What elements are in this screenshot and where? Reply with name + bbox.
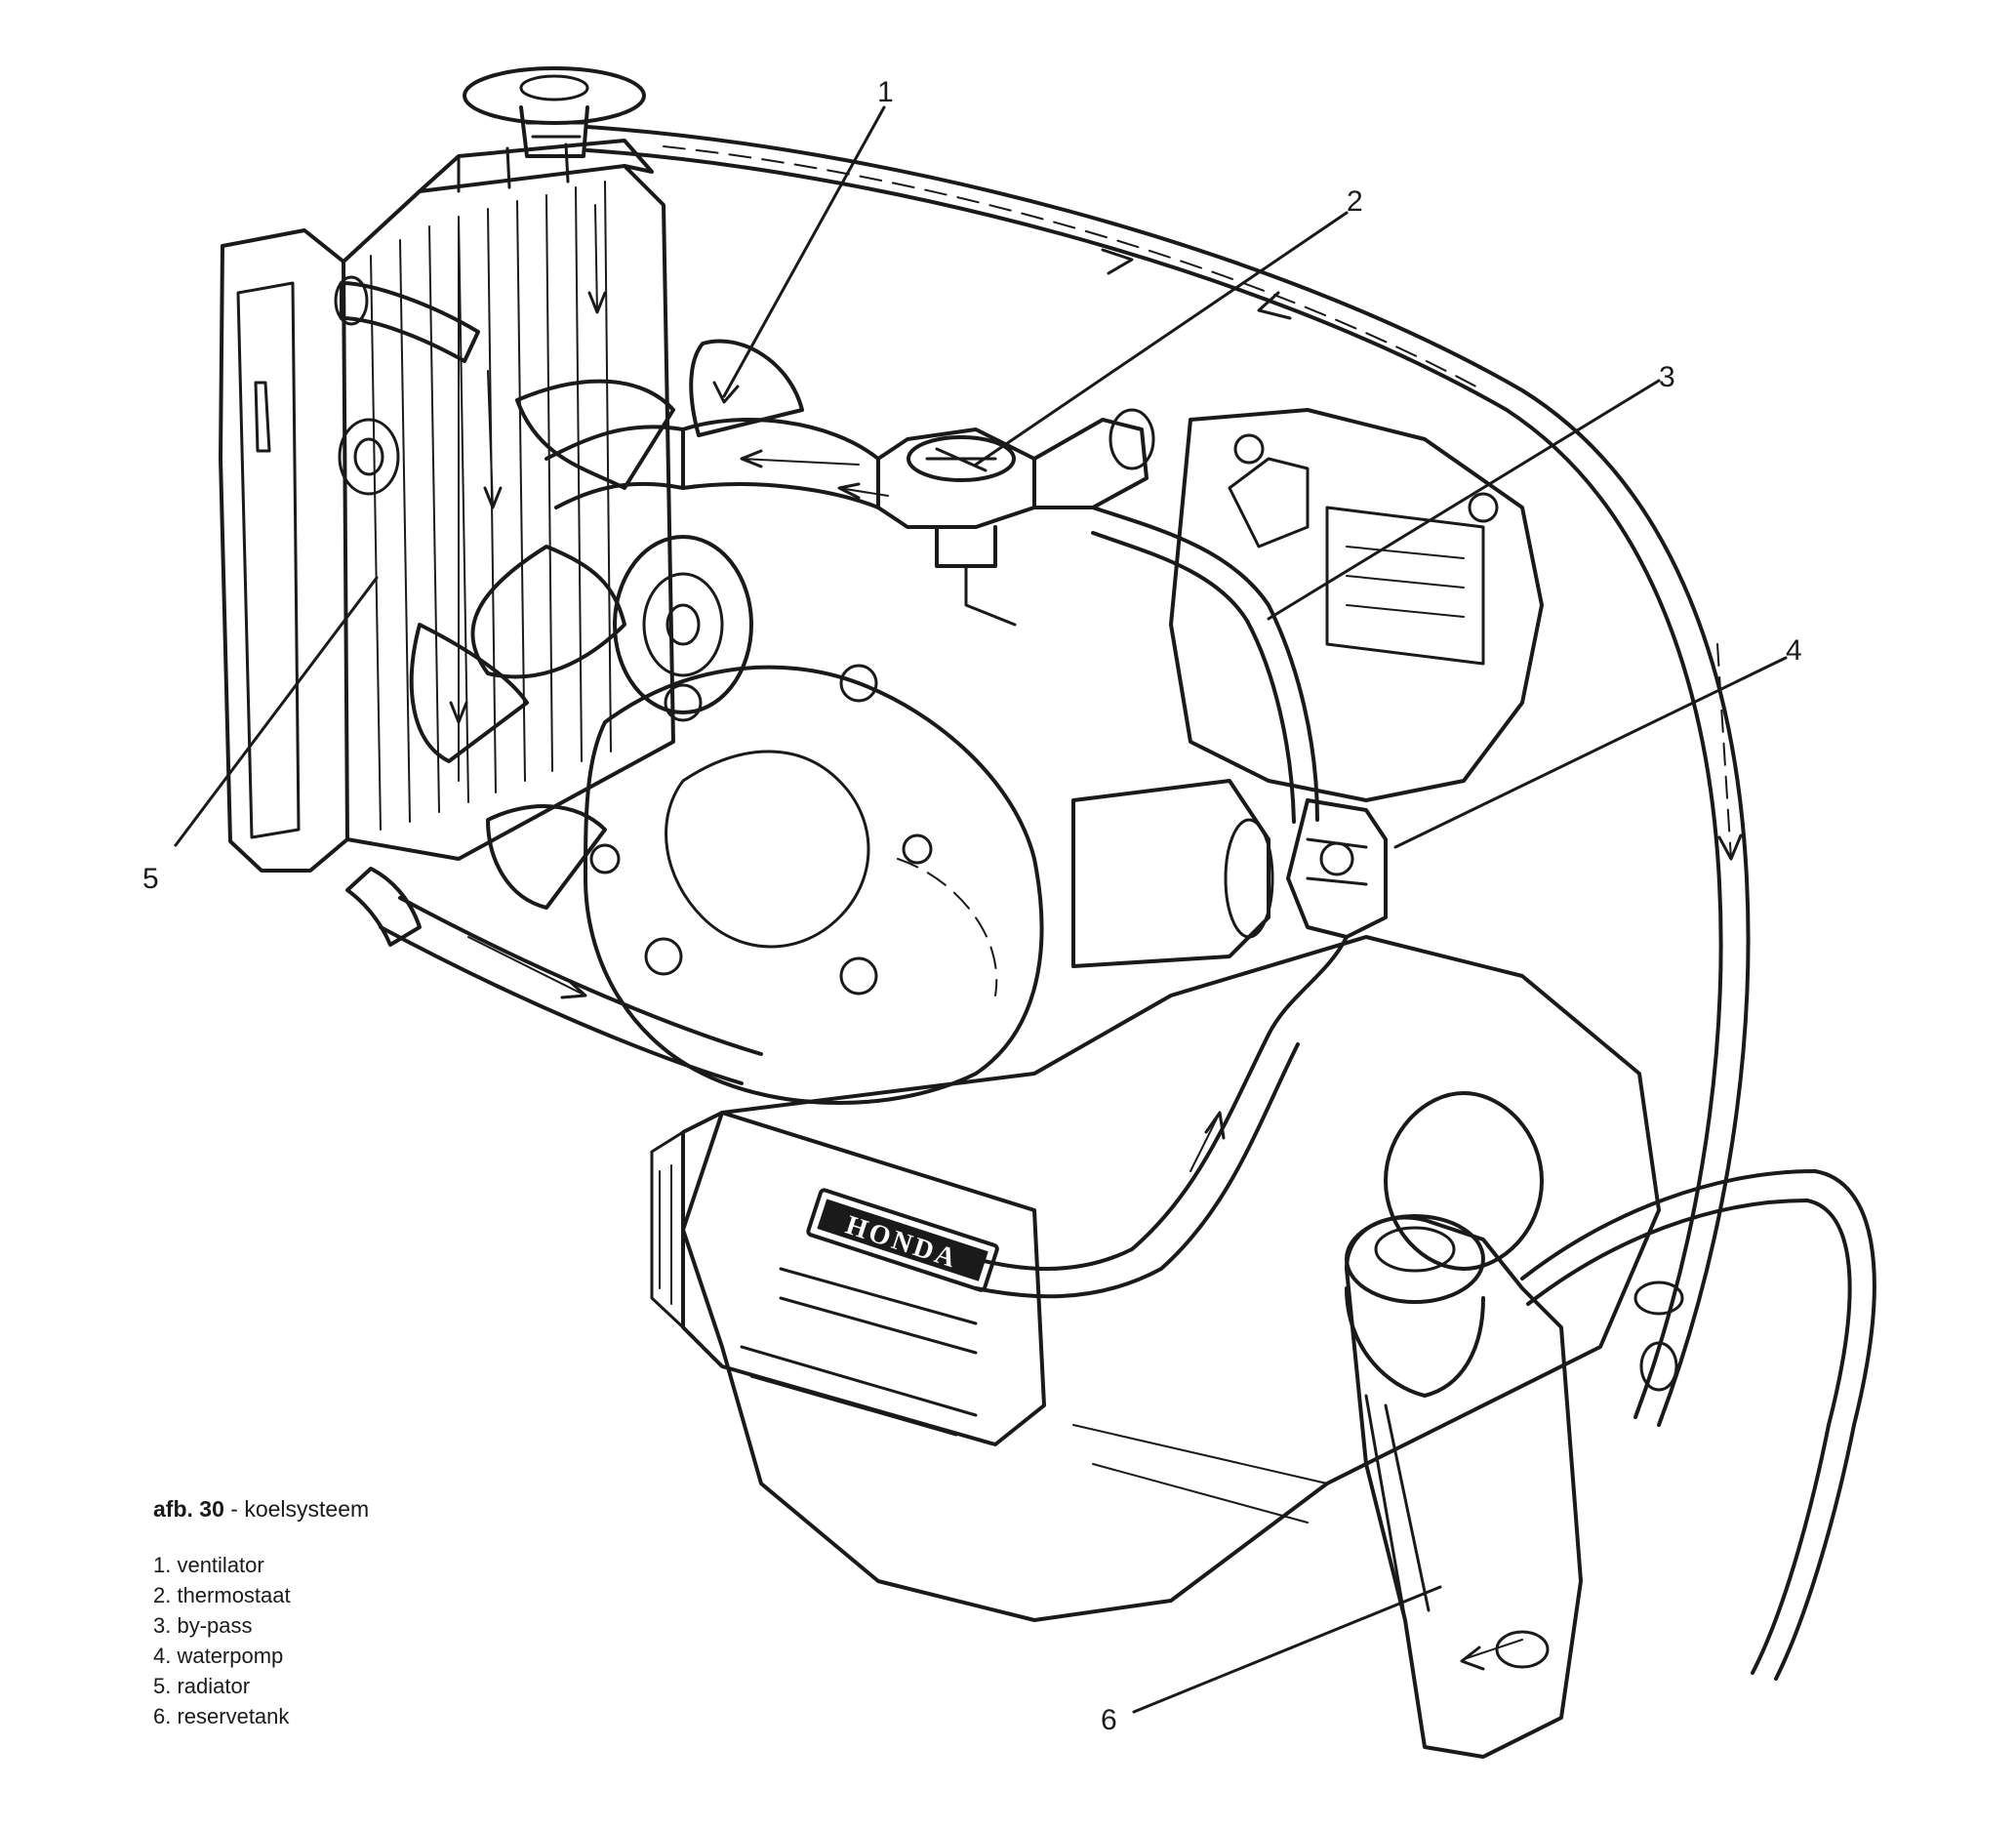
front-engine-cover (650, 1111, 1046, 1446)
legend-item-thermostaat: 2. thermostaat (153, 1583, 291, 1607)
engine-block (584, 408, 1684, 1622)
figure-caption: afb. 30 - koelsysteem 1. ventilator 2. t… (153, 1496, 369, 1731)
callout-number-1: 1 (877, 76, 894, 108)
callout-number-3: 3 (1659, 361, 1675, 393)
coolant-hoses (379, 125, 1876, 1681)
water-pump (1267, 798, 1388, 1036)
thermostat (681, 408, 1155, 627)
fan (409, 339, 804, 910)
caption-separator: - (223, 1496, 245, 1522)
caption-title: koelsysteem (244, 1496, 370, 1522)
brand-plate: HONDA (806, 1188, 999, 1292)
callout-number-4: 4 (1786, 634, 1802, 667)
callout-numbers: 1 2 3 4 5 6 (142, 76, 1802, 1736)
bypass-hose (1091, 506, 1319, 824)
legend-item-ventilator: 1. ventilator (153, 1553, 264, 1577)
legend-item-radiator: 5. radiator (153, 1674, 251, 1698)
callout-number-5: 5 (142, 863, 159, 895)
caption-title-line: afb. 30 - koelsysteem (153, 1496, 369, 1523)
legend-item-waterpomp: 4. waterpomp (153, 1644, 284, 1668)
legend-item-reservetank: 6. reservetank (153, 1704, 290, 1728)
reserve-tank (1345, 1214, 1583, 1759)
callout-number-2: 2 (1347, 185, 1363, 218)
radiator (219, 66, 675, 947)
legend-list: 1. ventilator 2. thermostaat 3. by-pass … (153, 1550, 369, 1731)
caption-prefix: afb. 30 (153, 1496, 224, 1522)
callout-leader-lines (174, 105, 1788, 1714)
callout-number-6: 6 (1101, 1704, 1117, 1736)
legend-item-by-pass: 3. by-pass (153, 1613, 253, 1638)
